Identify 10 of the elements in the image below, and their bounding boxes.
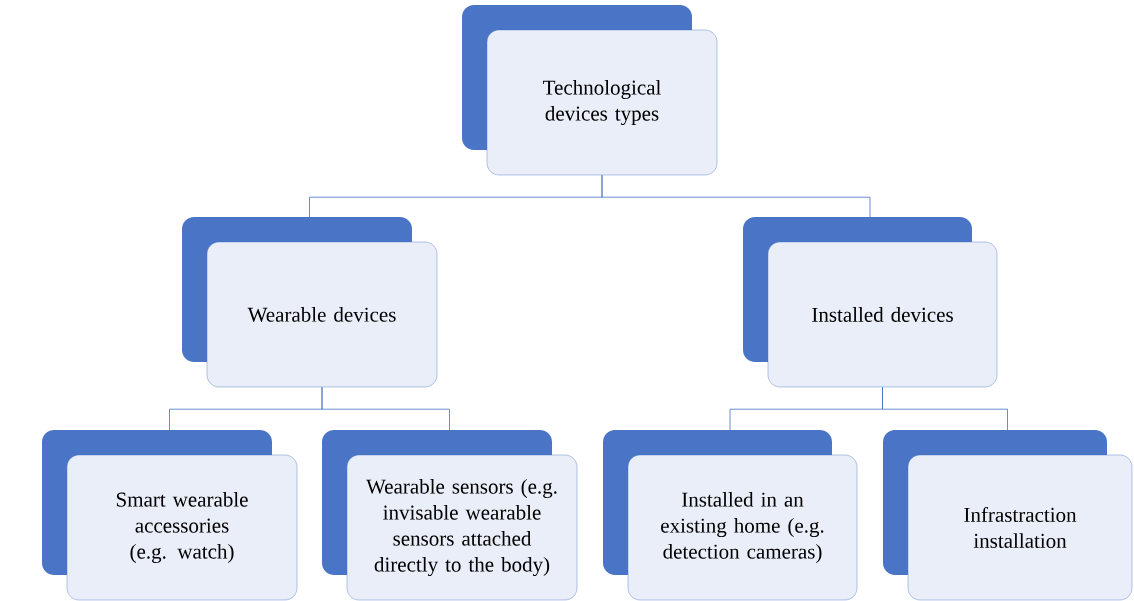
org-box: Smart wearable accessories (e.g. watch) bbox=[42, 430, 298, 601]
org-box: Wearable sensors (e.g. invisable wearable sensors attached directly to the body) bbox=[322, 430, 578, 601]
connector-line bbox=[882, 386, 1008, 431]
org-box: Infrastraction installation bbox=[883, 430, 1133, 601]
org-box: Installed devices bbox=[743, 217, 998, 388]
connector-line bbox=[601, 174, 871, 218]
org-box: Installed in an existing home (e.g. detection cameras) bbox=[603, 430, 858, 601]
org-box: Wearable devices bbox=[182, 217, 438, 388]
connector-line bbox=[321, 386, 450, 431]
org-box: Technological devices types bbox=[462, 5, 718, 176]
